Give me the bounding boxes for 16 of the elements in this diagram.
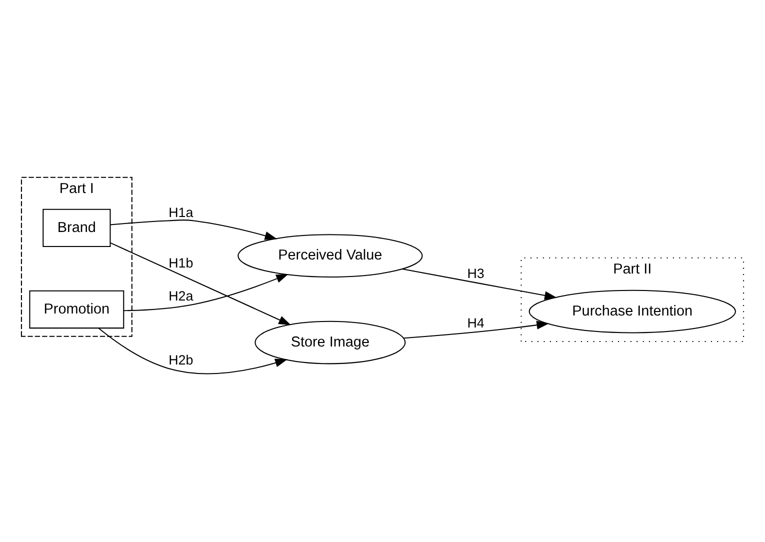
edge-label: H1b bbox=[168, 255, 194, 270]
edge-label: H1a bbox=[168, 204, 194, 220]
edge-label: H2b bbox=[168, 352, 194, 368]
node-box: Promotion bbox=[29, 290, 124, 328]
edge-label: H4 bbox=[467, 314, 484, 330]
arrow bbox=[404, 320, 550, 338]
arrow bbox=[110, 218, 278, 240]
arrow bbox=[110, 242, 292, 325]
node-ellipse: Perceived Value bbox=[238, 234, 423, 277]
node-ellipse: Store Image bbox=[254, 320, 406, 364]
edge-label: H2a bbox=[168, 288, 194, 304]
arrow bbox=[124, 274, 289, 311]
node-box: Brand bbox=[42, 208, 111, 247]
arrow bbox=[98, 327, 288, 374]
edge-label: H3 bbox=[467, 265, 484, 280]
arrow bbox=[402, 268, 557, 300]
